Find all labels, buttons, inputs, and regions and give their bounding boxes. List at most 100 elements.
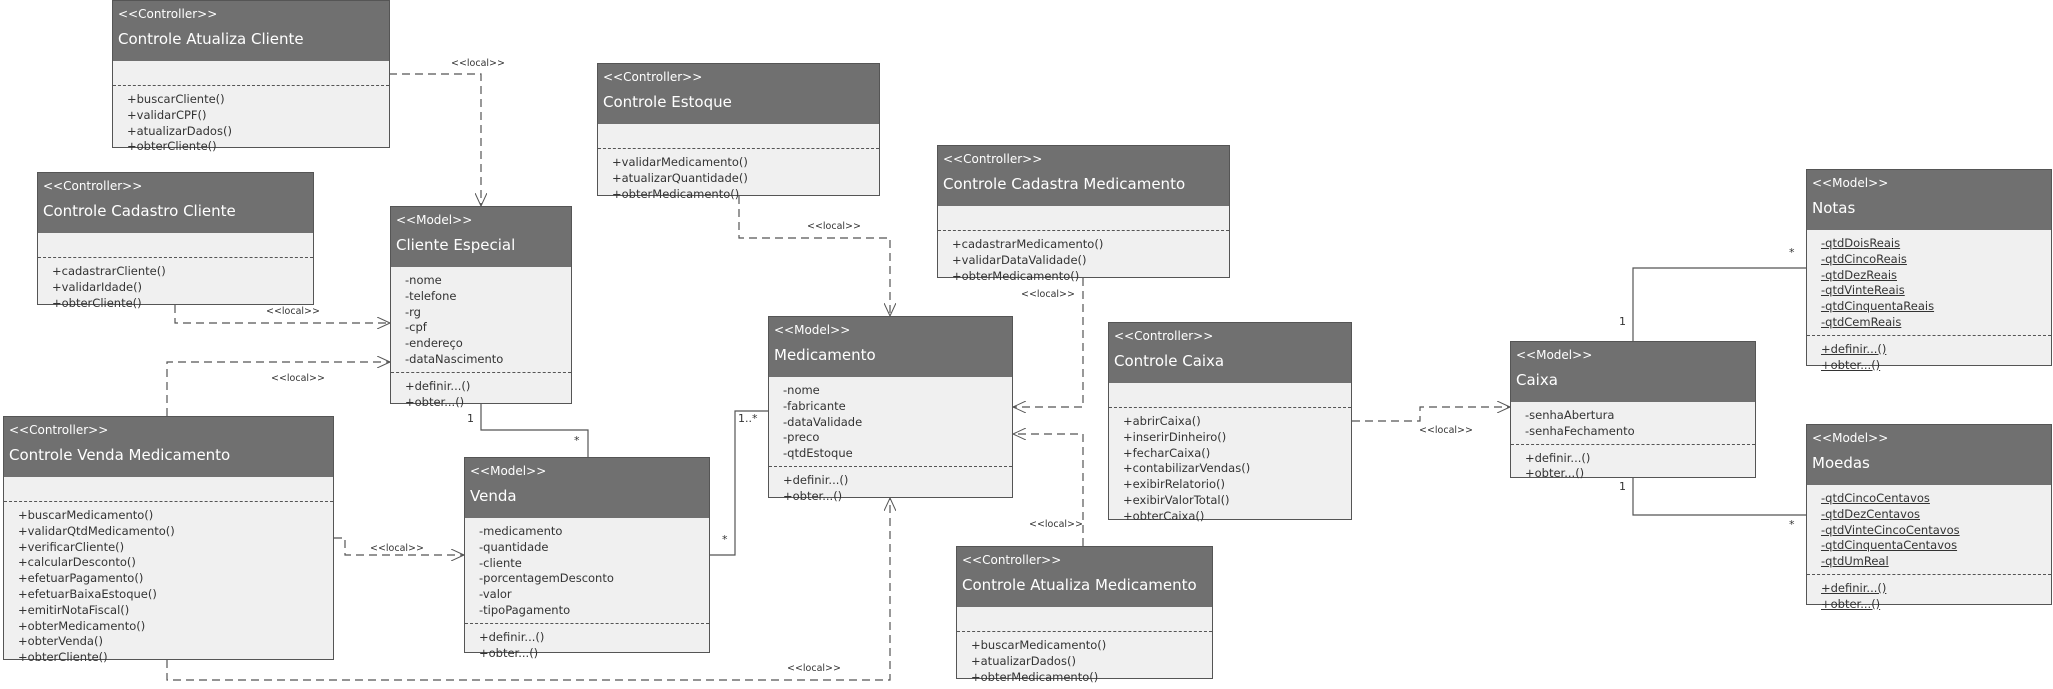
stereotype-label: <<Model>>	[1812, 176, 1889, 190]
method-item: +efetuarBaixaEstoque()	[18, 586, 157, 601]
method-item: +buscarMedicamento()	[18, 508, 154, 522]
method-item: +definir...()	[1821, 341, 1887, 356]
method-item: +definir...()	[405, 378, 471, 393]
stereotype-label: <<Controller>>	[943, 152, 1043, 166]
class-header: <<Model>>Cliente Especial	[391, 207, 571, 267]
attribute-item: -medicamento	[479, 524, 563, 538]
class-name: Controle Estoque	[603, 93, 732, 111]
method-item: +atualizarDados()	[127, 123, 232, 138]
methods-section: +definir...()+obter...()	[1807, 573, 2051, 617]
dep-atualiza-med-to-medicamento	[1013, 434, 1084, 546]
dep-cadastra-med-to-medicamento	[1013, 278, 1084, 407]
methods-section: +buscarMedicamento()+validarQtdMedicamen…	[4, 501, 333, 670]
class-notas[interactable]: <<Model>>Notas-qtdDoisReais-qtdCincoReai…	[1806, 169, 2052, 372]
method-item: +definir...()	[1821, 580, 1887, 595]
attributes-section	[113, 61, 389, 85]
attributes-section: -senhaAbertura-senhaFechamento	[1511, 402, 1755, 444]
attribute-item: -fabricante	[783, 398, 846, 413]
class-name: Cliente Especial	[396, 236, 516, 254]
methods-section: +buscarCliente()+validarCPF()+atualizarD…	[113, 85, 389, 159]
class-header: <<Model>>Notas	[1807, 170, 2051, 230]
class-header: <<Controller>>Controle Venda Medicamento	[4, 417, 333, 477]
attribute-item: -dataValidade	[783, 414, 863, 429]
assoc-cliente-venda	[480, 404, 589, 457]
method-item: +obterMedicamento()	[952, 268, 1080, 283]
attribute-item: -rg	[405, 304, 421, 319]
attribute-item: -tipoPagamento	[479, 602, 571, 617]
class-controle-atualiza-medicamento[interactable]: <<Controller>>Controle Atualiza Medicame…	[956, 546, 1213, 684]
mult-venda-many: *	[574, 434, 580, 447]
attribute-item: -nome	[783, 383, 820, 397]
dep-cadastro-cliente-to-cliente	[174, 305, 390, 323]
stereotype-label: <<Controller>>	[43, 179, 143, 193]
attribute-item: -endereço	[405, 336, 463, 351]
dep-venda-ctrl-to-cliente	[166, 362, 390, 416]
methods-section: +buscarMedicamento()+atualizarDados()+ob…	[957, 631, 1212, 689]
attribute-item: -qtdDezCentavos	[1821, 506, 1921, 521]
assoc-caixa-moedas	[1632, 478, 1806, 516]
method-item: +verificarCliente()	[18, 539, 125, 554]
class-name: Controle Venda Medicamento	[9, 446, 231, 464]
local-label-cadastra-med: <<local>>	[1021, 289, 1075, 300]
dep-caixa-ctrl-to-caixa	[1352, 407, 1510, 422]
class-header: <<Controller>> Controle Cadastro Cliente	[38, 173, 313, 233]
attribute-item: -valor	[479, 587, 512, 602]
methods-section: +definir...()+obter...()	[769, 465, 1012, 509]
attributes-section	[1109, 383, 1351, 407]
methods-section: +cadastrarMedicamento()+validarDataValid…	[938, 230, 1229, 288]
method-item: +calcularDesconto()	[18, 555, 136, 570]
methods-section: +definir...()+obter...()	[465, 622, 709, 666]
stereotype-label: <<Controller>>	[1114, 329, 1214, 343]
class-controle-venda-medicamento[interactable]: <<Controller>>Controle Venda Medicamento…	[3, 416, 334, 664]
method-item: +atualizarDados()	[971, 653, 1076, 668]
local-label-venda-ctrl-medicamento: <<local>>	[787, 663, 841, 674]
method-item: +buscarMedicamento()	[971, 638, 1107, 652]
attributes-section	[598, 124, 879, 148]
class-controle-estoque[interactable]: <<Controller>>Controle Estoque+validarMe…	[597, 63, 880, 201]
attribute-item: -cliente	[479, 555, 522, 570]
mult-notas-many: *	[1789, 246, 1795, 259]
attributes-section: -qtdCincoCentavos-qtdDezCentavos-qtdVint…	[1807, 485, 2051, 574]
class-controle-atualiza-cliente[interactable]: <<Controller>>Controle Atualiza Cliente+…	[112, 0, 390, 153]
class-controle-cadastro-cliente[interactable]: <<Controller>> Controle Cadastro Cliente +…	[37, 172, 314, 310]
class-name: Controle Cadastro Cliente	[43, 202, 236, 220]
attribute-item: -qtdDoisReais	[1821, 236, 1901, 250]
method-item: +validarMedicamento()	[612, 155, 748, 169]
class-header: <<Controller>>Controle Cadastra Medicame…	[938, 146, 1229, 206]
mult-caixa-notas-one: 1	[1619, 315, 1626, 328]
class-venda[interactable]: <<Model>>Venda-medicamento-quantidade-cl…	[464, 457, 710, 660]
methods-section: +definir...()+obter...()	[1807, 334, 2051, 378]
class-header: <<Model>>Moedas	[1807, 425, 2051, 485]
attributes-section: -medicamento-quantidade-cliente-porcenta…	[465, 518, 709, 623]
attributes-section	[957, 607, 1212, 631]
class-medicamento[interactable]: <<Model>>Medicamento-nome-fabricante-dat…	[768, 316, 1013, 503]
class-name: Controle Atualiza Medicamento	[962, 576, 1197, 594]
dep-venda-ctrl-to-medicamento	[166, 498, 890, 681]
method-item: +obter...()	[1525, 466, 1585, 481]
local-label-caixa: <<local>>	[1419, 425, 1473, 436]
class-moedas[interactable]: <<Model>>Moedas-qtdCincoCentavos-qtdDezC…	[1806, 424, 2052, 611]
method-item: +emitirNotaFiscal()	[18, 602, 130, 617]
method-item: +obter...()	[479, 645, 539, 660]
method-item: +efetuarPagamento()	[18, 571, 144, 586]
method-item: +inserirDinheiro()	[1123, 429, 1227, 444]
class-controle-cadastra-medicamento[interactable]: <<Controller>>Controle Cadastra Medicame…	[937, 145, 1230, 283]
attribute-item: -qtdCincoCentavos	[1821, 491, 1930, 505]
method-item: +obterCliente()	[18, 650, 108, 665]
attribute-item: -qtdDezReais	[1821, 267, 1898, 282]
class-name: Moedas	[1812, 454, 1870, 472]
class-cliente-especial[interactable]: <<Model>>Cliente Especial-nome-telefone-…	[390, 206, 572, 409]
method-item: +abrirCaixa()	[1123, 414, 1201, 428]
local-label-cadastro-cliente: <<local>>	[266, 306, 320, 317]
class-controle-caixa[interactable]: <<Controller>>Controle Caixa+abrirCaixa(…	[1108, 322, 1352, 523]
attribute-item: -telefone	[405, 288, 457, 303]
assoc-caixa-notas	[1632, 267, 1806, 341]
method-item: +obterCliente()	[52, 295, 142, 310]
class-caixa[interactable]: <<Model>>Caixa-senhaAbertura-senhaFecham…	[1510, 341, 1756, 480]
attribute-item: -nome	[405, 273, 442, 287]
method-item: +obterCliente()	[127, 139, 217, 154]
method-item: +validarQtdMedicamento()	[18, 523, 175, 538]
dep-venda-ctrl-to-venda	[334, 537, 464, 555]
method-item: +validarDataValidade()	[952, 252, 1087, 267]
